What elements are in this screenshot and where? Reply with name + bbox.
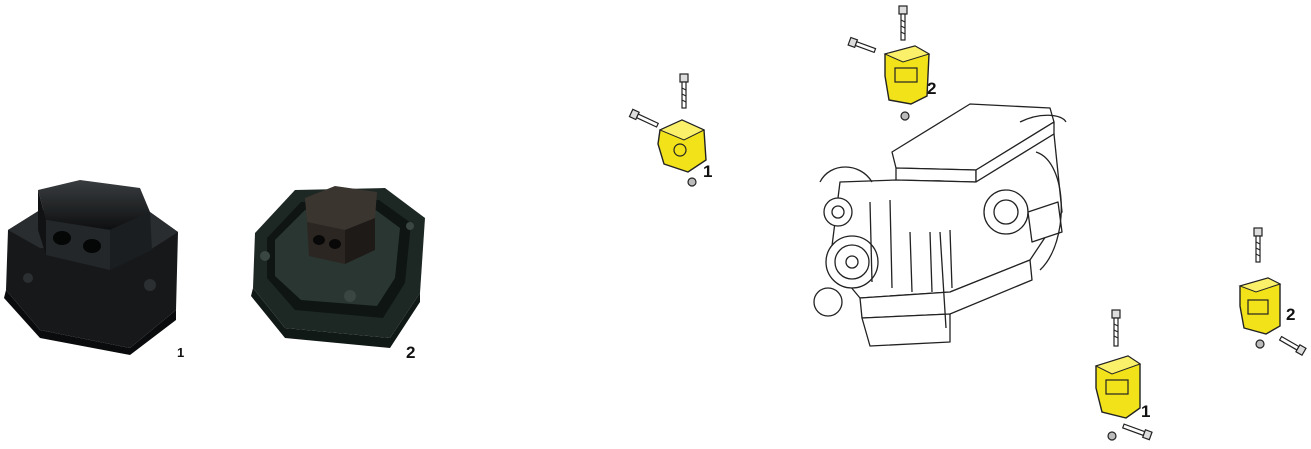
diagram-callout-2-right: 2 xyxy=(1286,306,1295,323)
diagram-callout-1-left: 1 xyxy=(703,163,712,180)
engine-mount-photo-1 xyxy=(0,160,185,355)
photo-label-2: 2 xyxy=(406,344,415,361)
diagram-callout-1-right: 1 xyxy=(1141,403,1150,420)
mount-1-front-right xyxy=(1082,308,1162,444)
photo-label-1: 1 xyxy=(177,346,184,359)
mount-2-rear-right xyxy=(1234,226,1310,366)
engine-mount-photo-2 xyxy=(245,178,430,353)
engine-block-illustration xyxy=(800,92,1070,354)
